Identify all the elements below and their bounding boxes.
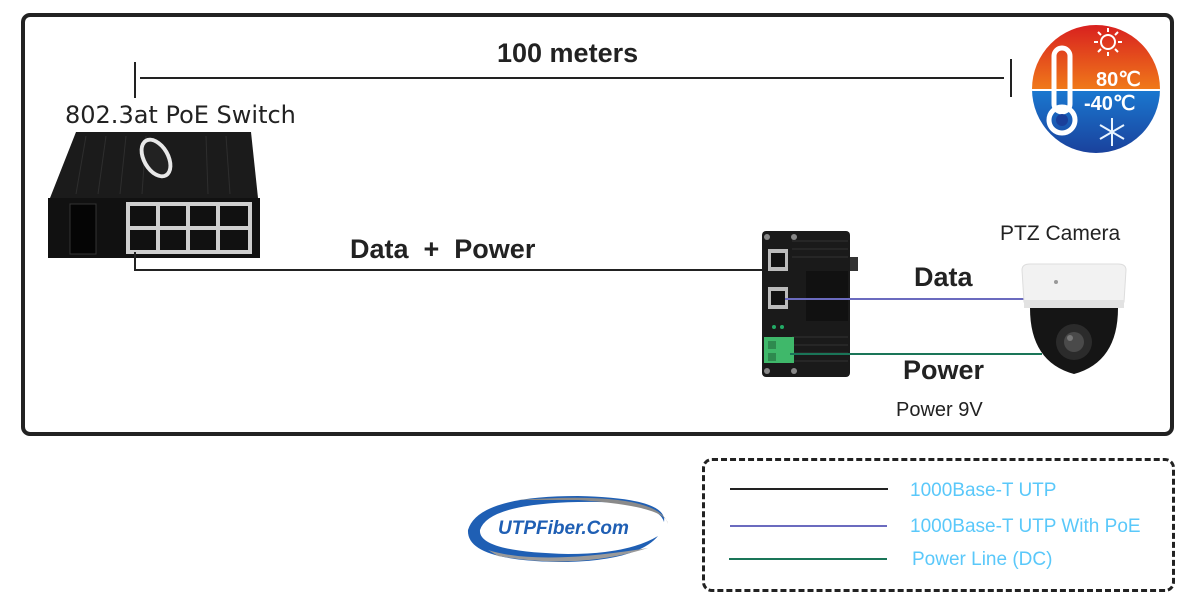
diagram-frame [21,13,1174,436]
logo-text: UTPFiber.Com [498,518,629,539]
legend-box: 1000Base-T UTP 1000Base-T UTP With PoE P… [702,458,1175,592]
distance-tick-right [1010,59,1012,97]
utpfiber-logo: UTPFiber.Com [467,496,668,562]
legend-label-power: Power Line (DC) [912,549,1053,570]
sun-icon [1094,28,1122,56]
temperature-badge: 80℃ -40℃ [1032,25,1160,153]
temp-low-label: -40℃ [1084,93,1135,115]
snowflake-icon [1099,118,1125,146]
legend-label-utp: 1000Base-T UTP [910,480,1057,501]
data-poe-line [785,298,1025,300]
rj45-ports [130,206,248,250]
uplink-line [134,269,764,271]
poe-injector-image [762,231,858,377]
data-label: Data [914,262,973,292]
distance-line [140,77,1004,79]
temp-high-label: 80℃ [1096,69,1141,91]
distance-label: 100 meters [497,38,639,68]
sfp-ports [69,203,97,255]
ptz-camera-image [1021,263,1127,374]
distance-tick-left [134,62,136,98]
legend-line-utp [730,488,888,490]
legend-line-utp-poe [730,525,887,527]
thermometer-icon [1046,45,1078,136]
camera-label: PTZ Camera [1000,222,1121,245]
switch-label: 802.3at PoE Switch [65,101,296,129]
legend-line-power [729,558,887,560]
poe-switch-image [48,132,260,258]
power-voltage-label: Power 9V [896,399,983,421]
data-power-label: Data + Power [350,234,536,264]
legend-label-utp-poe: 1000Base-T UTP With PoE [910,516,1141,537]
uplink-line-vertical [134,252,136,270]
power-line [790,353,1042,355]
power-label: Power [903,355,985,385]
